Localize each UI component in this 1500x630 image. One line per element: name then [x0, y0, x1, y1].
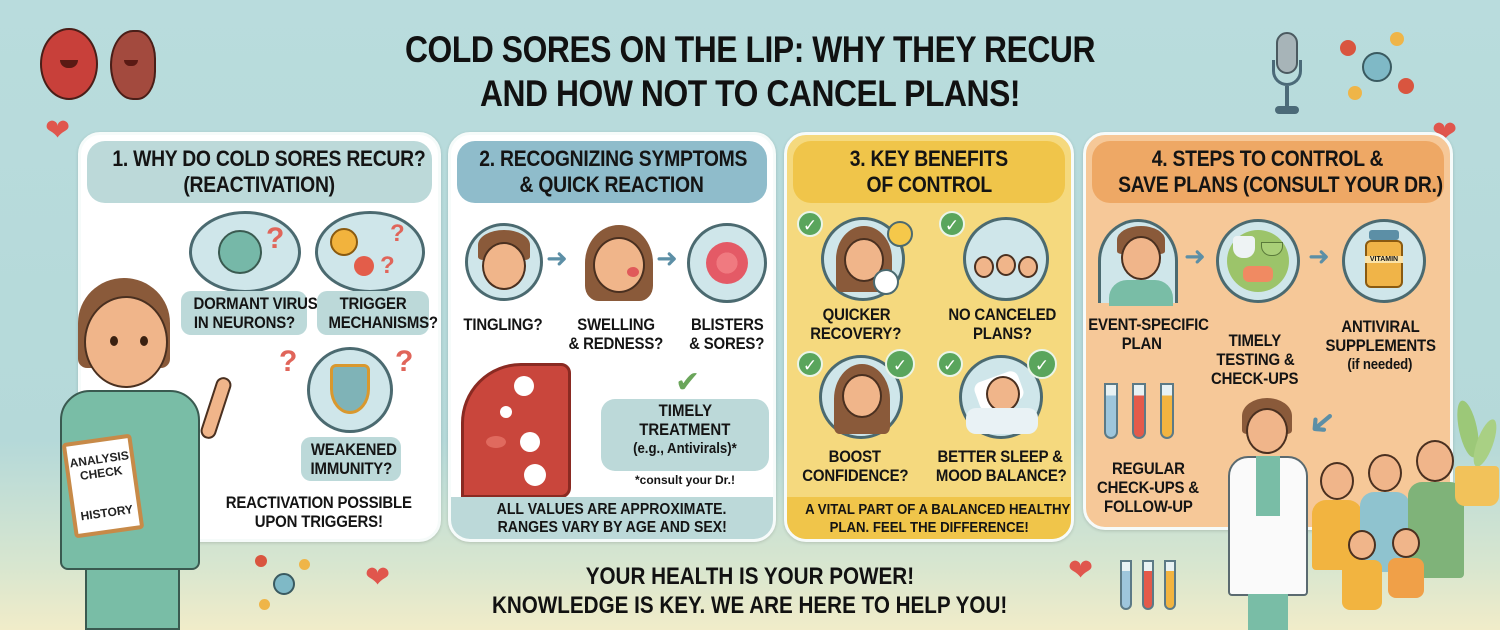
- label-regular-checkups: REGULAR CHECK-UPS & FOLLOW-UP: [1097, 459, 1199, 516]
- page-title: COLD SORES ON THE LIP: WHY THEY RECUR AN…: [105, 28, 1395, 116]
- molecule-icon: [255, 555, 315, 615]
- label-quicker-recovery: QUICKER RECOVERY?: [810, 305, 902, 343]
- label-event-specific-plan: EVENT-SPECIFIC PLAN: [1088, 315, 1209, 353]
- label-timely-testing: TIMELY TESTING & CHECK-UPS: [1211, 331, 1299, 388]
- blisters-icon: [687, 223, 767, 303]
- title-line-2: AND HOW NOT TO CANCEL PLANS!: [479, 73, 1021, 114]
- label-antiviral-supplements: ANTIVIRAL SUPPLEMENTS (if needed): [1325, 317, 1436, 373]
- food-magnifier-icon: [1216, 219, 1300, 303]
- vitamin-bottle-icon: VITAMIN: [1342, 219, 1426, 303]
- sleeping-virus-icon: ?: [189, 211, 301, 293]
- plant-icon: [1453, 398, 1500, 510]
- checkmark-icon: ✔: [675, 366, 701, 399]
- label-swelling-redness: SWELLING & REDNESS?: [568, 315, 664, 353]
- label-no-canceled-plans: NO CANCELED PLANS?: [948, 305, 1056, 343]
- arrow-right-icon: ➜: [1308, 241, 1330, 271]
- happy-woman-clock-icon: [821, 217, 905, 301]
- heart-icon: ❤: [365, 561, 391, 594]
- arrow-right-icon: ➜: [656, 243, 678, 273]
- tingling-face-icon: [465, 223, 543, 301]
- check-icon: ✓: [1027, 349, 1057, 379]
- clipboard: ANALYSIS CHECK HISTORY: [61, 433, 145, 539]
- friends-dinner-icon: [963, 217, 1049, 301]
- sun-stress-trigger-icon: ? ?: [315, 211, 425, 293]
- swollen-face-icon: [579, 223, 659, 303]
- heart-icon: ❤: [1068, 554, 1094, 587]
- arrow-right-icon: ➜: [1184, 241, 1206, 271]
- label-better-sleep: BETTER SLEEP & MOOD BALANCE?: [935, 447, 1067, 485]
- shield-icon: [307, 347, 393, 433]
- tagline-line-2: KNOWLEDGE IS KEY. WE ARE HERE TO HELP YO…: [492, 592, 1008, 619]
- smiley-icon: [887, 221, 913, 247]
- balanced-plan-note: A VITAL PART OF A BALANCED HEALTHY PLAN.…: [787, 497, 1071, 539]
- microphone-icon: [1272, 32, 1302, 117]
- blood-vessel-icon: [461, 363, 571, 498]
- check-icon: ✓: [937, 351, 963, 377]
- arrow-right-icon: ➜: [546, 243, 568, 273]
- tagline-line-1: YOUR HEALTH IS YOUR POWER!: [585, 563, 915, 590]
- consult-note: *consult your Dr.!: [634, 473, 735, 487]
- heart-icon: ❤: [45, 114, 71, 147]
- panel-key-benefits: 3. KEY BENEFITS OF CONTROL ✓ ✓ QUICKER R…: [784, 132, 1074, 542]
- doctor-character-icon: [1228, 398, 1308, 630]
- molecule-icon: [1340, 30, 1420, 105]
- reactivation-conclusion: REACTIVATION POSSIBLE UPON TRIGGERS!: [225, 493, 413, 531]
- question-mark-icon: ?: [395, 345, 414, 378]
- check-icon: ✓: [885, 349, 915, 379]
- timely-treatment-box: TIMELY TREATMENT (e.g., Antivirals)*: [601, 399, 769, 471]
- check-icon: ✓: [939, 211, 965, 237]
- title-line-1: COLD SORES ON THE LIP: WHY THEY RECUR: [404, 29, 1096, 70]
- question-mark-icon: ?: [279, 345, 298, 378]
- panel-3-heading: 3. KEY BENEFITS OF CONTROL: [793, 141, 1065, 203]
- approximate-values-note: ALL VALUES ARE APPROXIMATE. RANGES VARY …: [451, 497, 773, 539]
- test-tubes-icon: [1104, 383, 1184, 447]
- label-dormant-virus: DORMANT VIRUS IN NEURONS?: [181, 291, 318, 335]
- nurse-character-icon: ANALYSIS CHECK HISTORY: [40, 278, 234, 630]
- man-nurse-icon: [1098, 219, 1178, 306]
- kidney-characters-icon: [40, 20, 170, 115]
- panel-recognizing-symptoms: 2. RECOGNIZING SYMPTOMS & QUICK REACTION…: [448, 132, 776, 542]
- confident-woman-icon: [819, 355, 903, 439]
- panel-1-heading: 1. WHY DO COLD SORES RECUR? (REACTIVATIO…: [87, 141, 432, 203]
- panel-4-heading: 4. STEPS TO CONTROL & SAVE PLANS (CONSUL…: [1092, 141, 1444, 203]
- bottom-tagline: YOUR HEALTH IS YOUR POWER! KNOWLEDGE IS …: [0, 562, 1500, 620]
- label-weakened-immunity: WEAKENED IMMUNITY?: [301, 437, 401, 481]
- check-icon: ✓: [797, 211, 823, 237]
- clock-icon: [873, 269, 899, 295]
- check-icon: ✓: [797, 351, 823, 377]
- label-blisters-sores: BLISTERS & SORES?: [689, 315, 765, 353]
- label-tingling: TINGLING?: [463, 315, 543, 334]
- family-characters-icon: [1310, 430, 1470, 630]
- panel-2-heading: 2. RECOGNIZING SYMPTOMS & QUICK REACTION: [457, 141, 767, 203]
- label-trigger-mechanisms: TRIGGER MECHANISMS?: [317, 291, 438, 335]
- label-boost-confidence: BOOST CONFIDENCE?: [801, 447, 909, 485]
- test-tubes-icon: [1120, 560, 1180, 616]
